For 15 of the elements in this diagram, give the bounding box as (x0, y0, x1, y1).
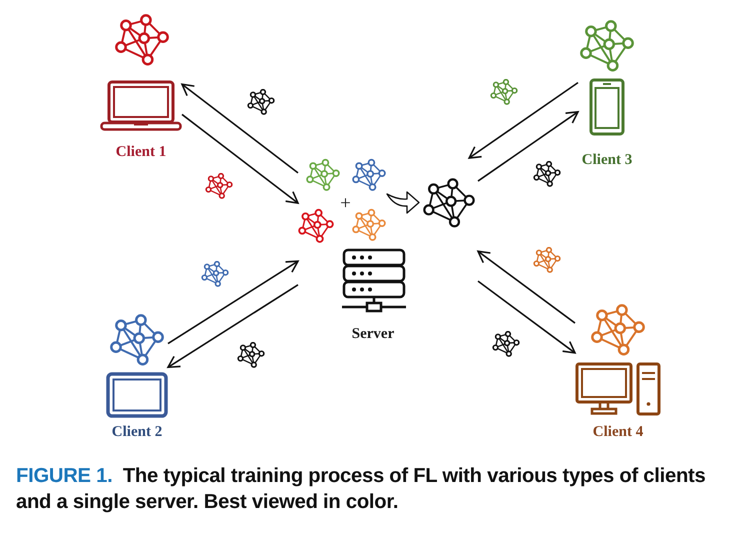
arrow (468, 82, 578, 159)
arrow (182, 114, 299, 204)
arrow (167, 284, 298, 368)
arrow (168, 260, 299, 344)
node-label: Client 1 (116, 144, 166, 162)
figure-caption: FIGURE 1. The typical training process of FL with various types of clients and a single server. Best viewed in color. (16, 464, 706, 515)
arrow (477, 250, 576, 324)
arrow (478, 111, 579, 182)
node-label: Server (352, 326, 394, 344)
node-label: Client 3 (582, 152, 632, 170)
node-label: Client 4 (592, 424, 644, 442)
arrow (478, 280, 576, 354)
plus-sign: + (340, 193, 351, 215)
node-label: Client 2 (112, 424, 162, 442)
arrow (181, 83, 298, 174)
